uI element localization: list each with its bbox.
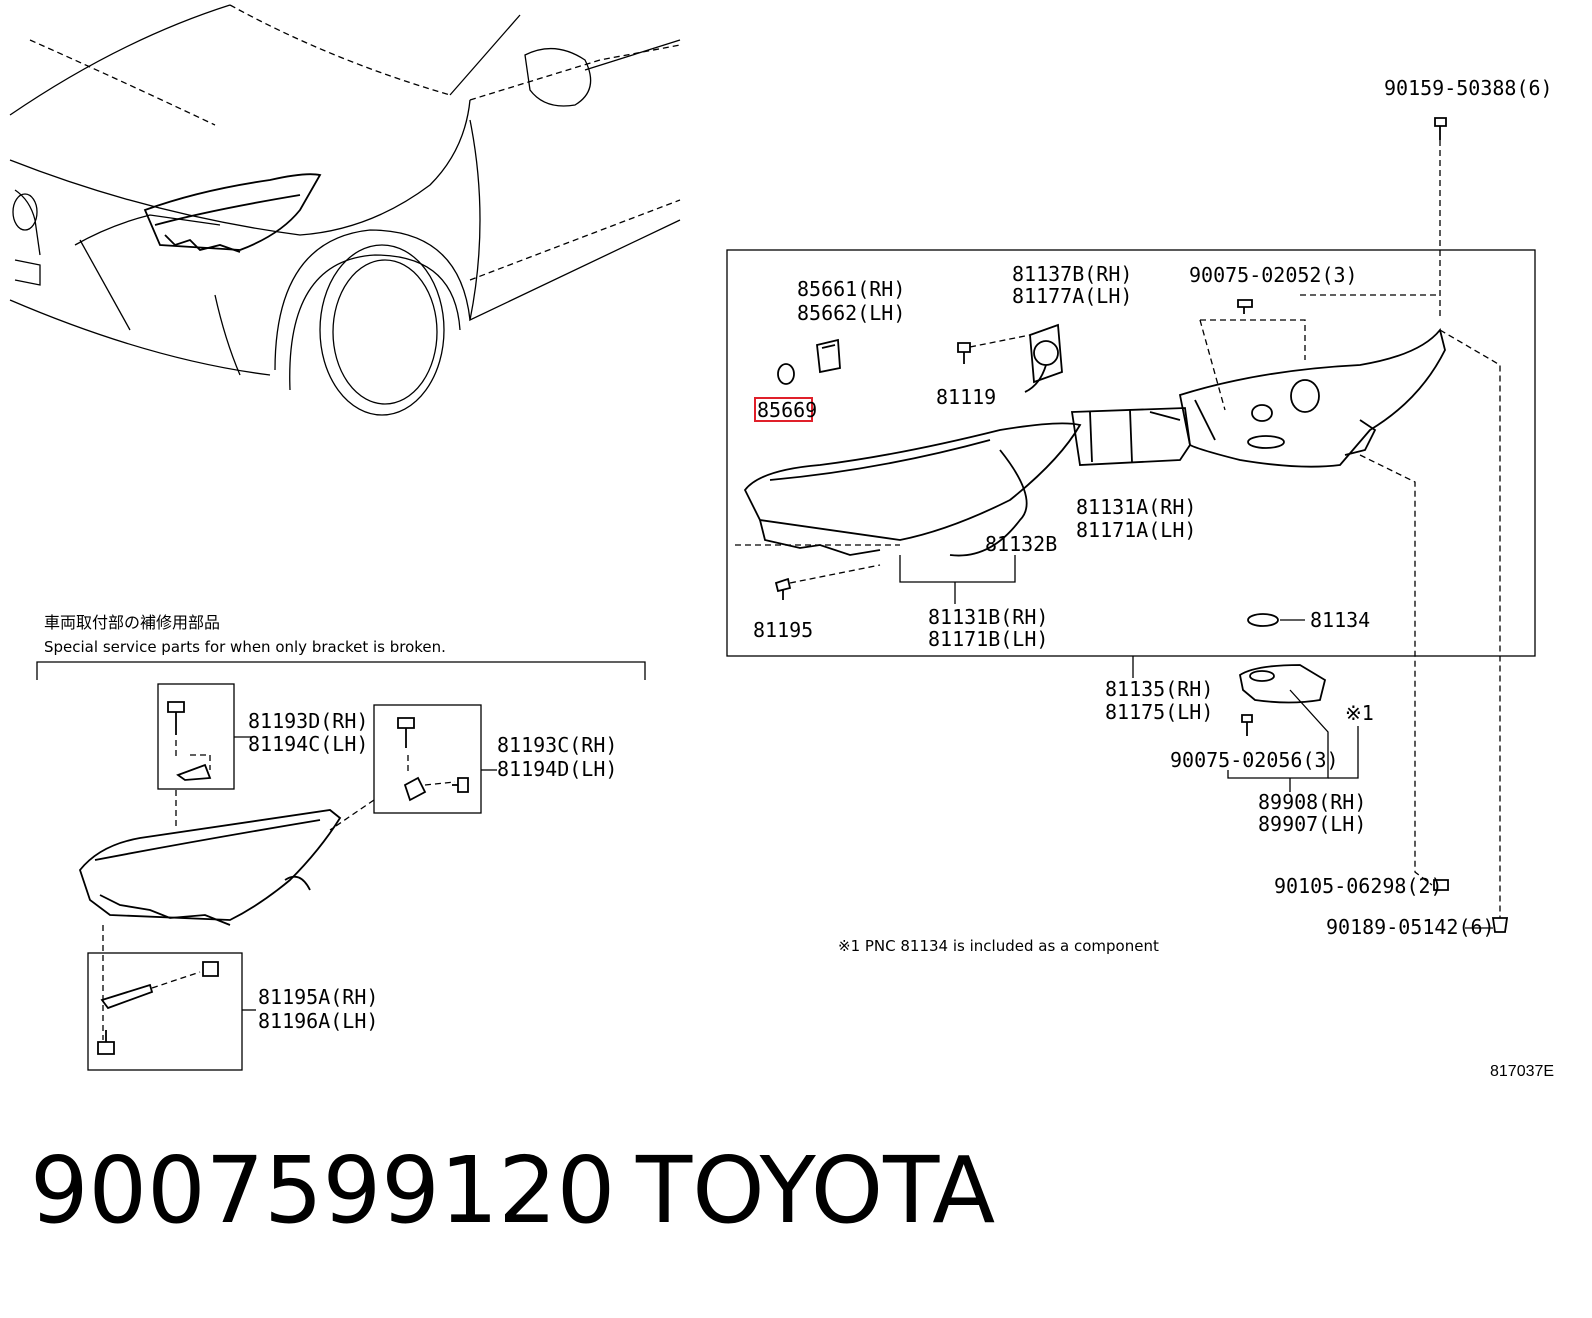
label-85662: 85662(LH)	[797, 301, 905, 325]
label-90105: 90105-06298(2)	[1274, 874, 1443, 898]
label-81195: 81195	[753, 618, 813, 642]
footnote: ※1 PNC 81134 is included as a component	[838, 937, 1159, 955]
headlamp-assembly-icon	[78, 809, 342, 926]
oring-85669-icon	[777, 363, 795, 385]
label-81132b: 81132B	[985, 532, 1057, 556]
label-81194d: 81194D(LH)	[497, 757, 617, 781]
label-90075-02052: 90075-02052(3)	[1189, 263, 1358, 287]
lens-81132b-icon	[743, 422, 1082, 557]
module-81131a-icon	[1070, 407, 1191, 466]
screw-90075-02052-icon	[1237, 299, 1253, 314]
special-bracket-line	[36, 661, 646, 680]
bolt-81194d-icon	[452, 777, 469, 793]
screw-81193c-icon	[397, 717, 415, 748]
label-81119: 81119	[936, 385, 996, 409]
label-81171a: 81171A(LH)	[1076, 518, 1196, 542]
gasket-81134-icon	[1247, 613, 1279, 627]
highlight-85669	[754, 397, 813, 422]
label-81196a: 81196A(LH)	[258, 1009, 378, 1033]
label-81137b: 81137B(RH)	[1012, 262, 1132, 286]
screw-90075-02056-icon	[1241, 714, 1253, 736]
label-mark1: ※1	[1345, 701, 1374, 725]
box-81195a	[87, 952, 243, 1071]
assembly-frame	[726, 249, 1536, 657]
ballast-89908-icon	[1238, 664, 1327, 704]
figure-code: 817037E	[1490, 1063, 1554, 1080]
caption-brand: TOYOTA	[635, 1137, 995, 1244]
label-90159: 90159-50388(6)	[1384, 76, 1553, 100]
box-81193c	[373, 704, 482, 814]
special-note-en: Special service parts for when only brac…	[44, 638, 446, 656]
label-81131a: 81131A(RH)	[1076, 495, 1196, 519]
label-81135: 81135(RH)	[1105, 677, 1213, 701]
clip-90189-icon	[1491, 917, 1509, 933]
screw-81195-icon	[774, 577, 792, 600]
label-89908: 89908(RH)	[1258, 790, 1366, 814]
housing-81131a-icon	[1178, 328, 1446, 468]
actuator-85661-icon	[816, 338, 841, 374]
fan-81137b-icon	[1024, 323, 1063, 393]
bolt-81196a-icon	[202, 961, 219, 977]
screw-81119-icon	[957, 342, 971, 364]
label-81193c: 81193C(RH)	[497, 733, 617, 757]
label-89907: 89907(LH)	[1258, 812, 1366, 836]
label-81131b: 81131B(RH)	[928, 605, 1048, 629]
label-81175: 81175(LH)	[1105, 700, 1213, 724]
label-81134: 81134	[1310, 608, 1370, 632]
caption-part-number: 9007599120	[30, 1137, 615, 1244]
screw-81195a-icon	[97, 1030, 115, 1055]
vehicle-illustration	[9, 4, 681, 416]
special-note-jp: 車両取付部の補修用部品	[44, 613, 220, 632]
screw-90159-icon	[1434, 117, 1447, 140]
label-81193d: 81193D(RH)	[248, 709, 368, 733]
label-81171b: 81171B(LH)	[928, 627, 1048, 651]
label-90189: 90189-05142(6)	[1326, 915, 1495, 939]
label-81195a: 81195A(RH)	[258, 985, 378, 1009]
label-81177a: 81177A(LH)	[1012, 284, 1132, 308]
label-81194c: 81194C(LH)	[248, 732, 368, 756]
label-85669[interactable]: 85669	[757, 398, 817, 422]
screw-81193d-icon	[167, 701, 185, 735]
label-90075-02056: 90075-02056(3)	[1170, 748, 1339, 772]
box-81193d	[157, 683, 235, 790]
label-85661: 85661(RH)	[797, 277, 905, 301]
screw-90105-icon	[1433, 879, 1449, 891]
